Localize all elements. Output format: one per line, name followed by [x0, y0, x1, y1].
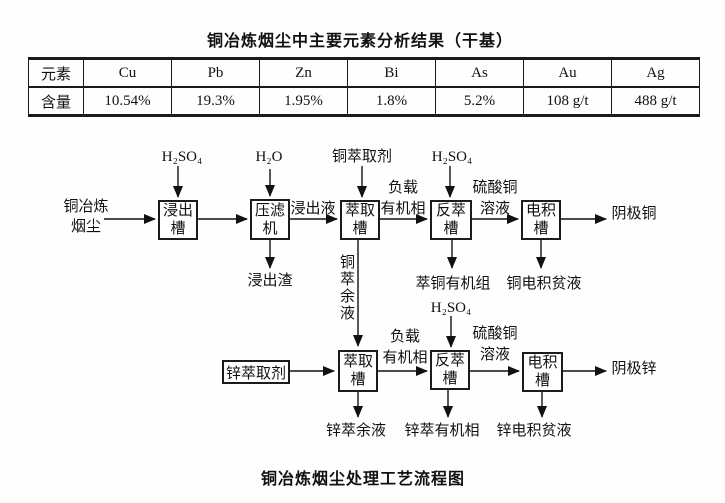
- box-zn-stripping-tank: 反萃槽: [430, 350, 470, 390]
- cuso4-solution-label-1: 硫酸铜 溶液: [472, 178, 517, 220]
- value-as: 5.2%: [435, 86, 524, 116]
- leach-residue-label: 浸出渣: [247, 272, 293, 289]
- leachate-label: 浸出液: [290, 200, 336, 217]
- zn-stripped-organic-label: 锌萃有机相: [404, 422, 480, 439]
- loaded-organic-1-line-1: 负载: [387, 180, 419, 196]
- zn-raffinate-label: 锌萃余液: [325, 422, 387, 439]
- cuso4-2-line-1: 硫酸铜: [472, 326, 518, 342]
- header-pb: Pb: [171, 58, 260, 88]
- feed-line-1: 铜冶炼: [63, 199, 109, 215]
- box-zn-extraction-tank: 萃取槽: [338, 350, 378, 392]
- box-zn-extract-label: 萃取槽: [342, 354, 373, 388]
- cuso4-1-line-1: 硫酸铜: [472, 180, 518, 196]
- loaded-organic-2-line-1: 负载: [389, 329, 421, 345]
- header-cu: Cu: [83, 58, 172, 88]
- header-zn: Zn: [259, 58, 348, 88]
- value-zn: 1.95%: [259, 86, 348, 116]
- box-press-label: 压滤机: [254, 202, 285, 237]
- header-as: As: [435, 58, 524, 88]
- header-ag: Ag: [611, 58, 700, 88]
- box-cu-stripping-tank: 反萃槽: [430, 200, 472, 240]
- elements-table-wrap: 元素 Cu Pb Zn Bi As Au Ag 含量 10.54% 19.3% …: [28, 57, 700, 117]
- flow-caption: 铜冶炼烟尘处理工艺流程图: [260, 471, 466, 488]
- h2so4-label-2: H₂SO₄: [431, 148, 473, 165]
- zn-extractant-box: 锌萃取剂: [222, 360, 290, 384]
- table-header-row: 元素 Cu Pb Zn Bi As Au Ag: [28, 58, 700, 88]
- table-value-row: 含量 10.54% 19.3% 1.95% 1.8% 5.2% 108 g/t …: [28, 86, 700, 116]
- box-cu-strip-label: 反萃槽: [435, 203, 466, 237]
- box-cu-extraction-tank: 萃取槽: [340, 200, 380, 240]
- cu-stripped-organic-label: 萃铜有机组: [415, 275, 491, 292]
- box-leach-label: 浸出槽: [162, 203, 193, 237]
- header-bi: Bi: [347, 58, 436, 88]
- zn-ew-spent-label: 锌电积贫液: [496, 422, 572, 439]
- value-ag: 488 g/t: [611, 86, 700, 116]
- zn-extractant-label: 锌萃取剂: [225, 365, 286, 382]
- cuso4-solution-label-2: 硫酸铜 溶液: [472, 324, 517, 366]
- header-element: 元素: [28, 58, 84, 88]
- value-cu: 10.54%: [83, 86, 172, 116]
- feed-label: 铜冶炼 烟尘: [63, 197, 108, 237]
- h2so4-label-1: H₂SO₄: [161, 148, 203, 165]
- value-pb: 19.3%: [171, 86, 260, 116]
- elements-table: 元素 Cu Pb Zn Bi As Au Ag 含量 10.54% 19.3% …: [28, 57, 700, 117]
- cathode-zinc-label: 阴极锌: [611, 360, 657, 377]
- cuso4-2-line-2: 溶液: [479, 347, 511, 363]
- box-zn-strip-label: 反萃槽: [434, 353, 465, 387]
- box-leach-tank: 浸出槽: [158, 200, 198, 240]
- box-cu-extract-label: 萃取槽: [344, 203, 375, 237]
- box-cu-ew-label: 电积槽: [525, 203, 556, 237]
- loaded-organic-1-line-2: 有机相: [380, 201, 426, 217]
- cuso4-1-line-2: 溶液: [479, 201, 511, 217]
- box-filter-press: 压滤机: [250, 199, 290, 240]
- header-au: Au: [523, 58, 612, 88]
- box-zn-ew-label: 电积槽: [527, 355, 558, 389]
- loaded-organic-2-line-2: 有机相: [382, 350, 428, 366]
- box-cu-electrowinning-tank: 电积槽: [521, 200, 561, 240]
- h2so4-label-3: H₂SO₄: [430, 299, 472, 316]
- feed-line-2: 烟尘: [70, 219, 102, 235]
- row-label-content: 含量: [28, 86, 84, 116]
- table-title: 铜冶炼烟尘中主要元素分析结果（干基）: [206, 33, 514, 50]
- loaded-organic-label-1: 负载 有机相: [380, 178, 425, 220]
- cu-extractant-label: 铜萃取剂: [331, 148, 393, 165]
- h2o-label: H₂O: [255, 148, 283, 165]
- box-zn-electrowinning-tank: 电积槽: [522, 352, 563, 392]
- cathode-copper-label: 阴极铜: [611, 205, 657, 222]
- value-bi: 1.8%: [347, 86, 436, 116]
- cu-raffinate-label: 铜萃余液: [338, 254, 354, 322]
- loaded-organic-label-2: 负载 有机相: [382, 327, 427, 369]
- value-au: 108 g/t: [523, 86, 612, 116]
- cu-ew-spent-label: 铜电积贫液: [506, 275, 582, 292]
